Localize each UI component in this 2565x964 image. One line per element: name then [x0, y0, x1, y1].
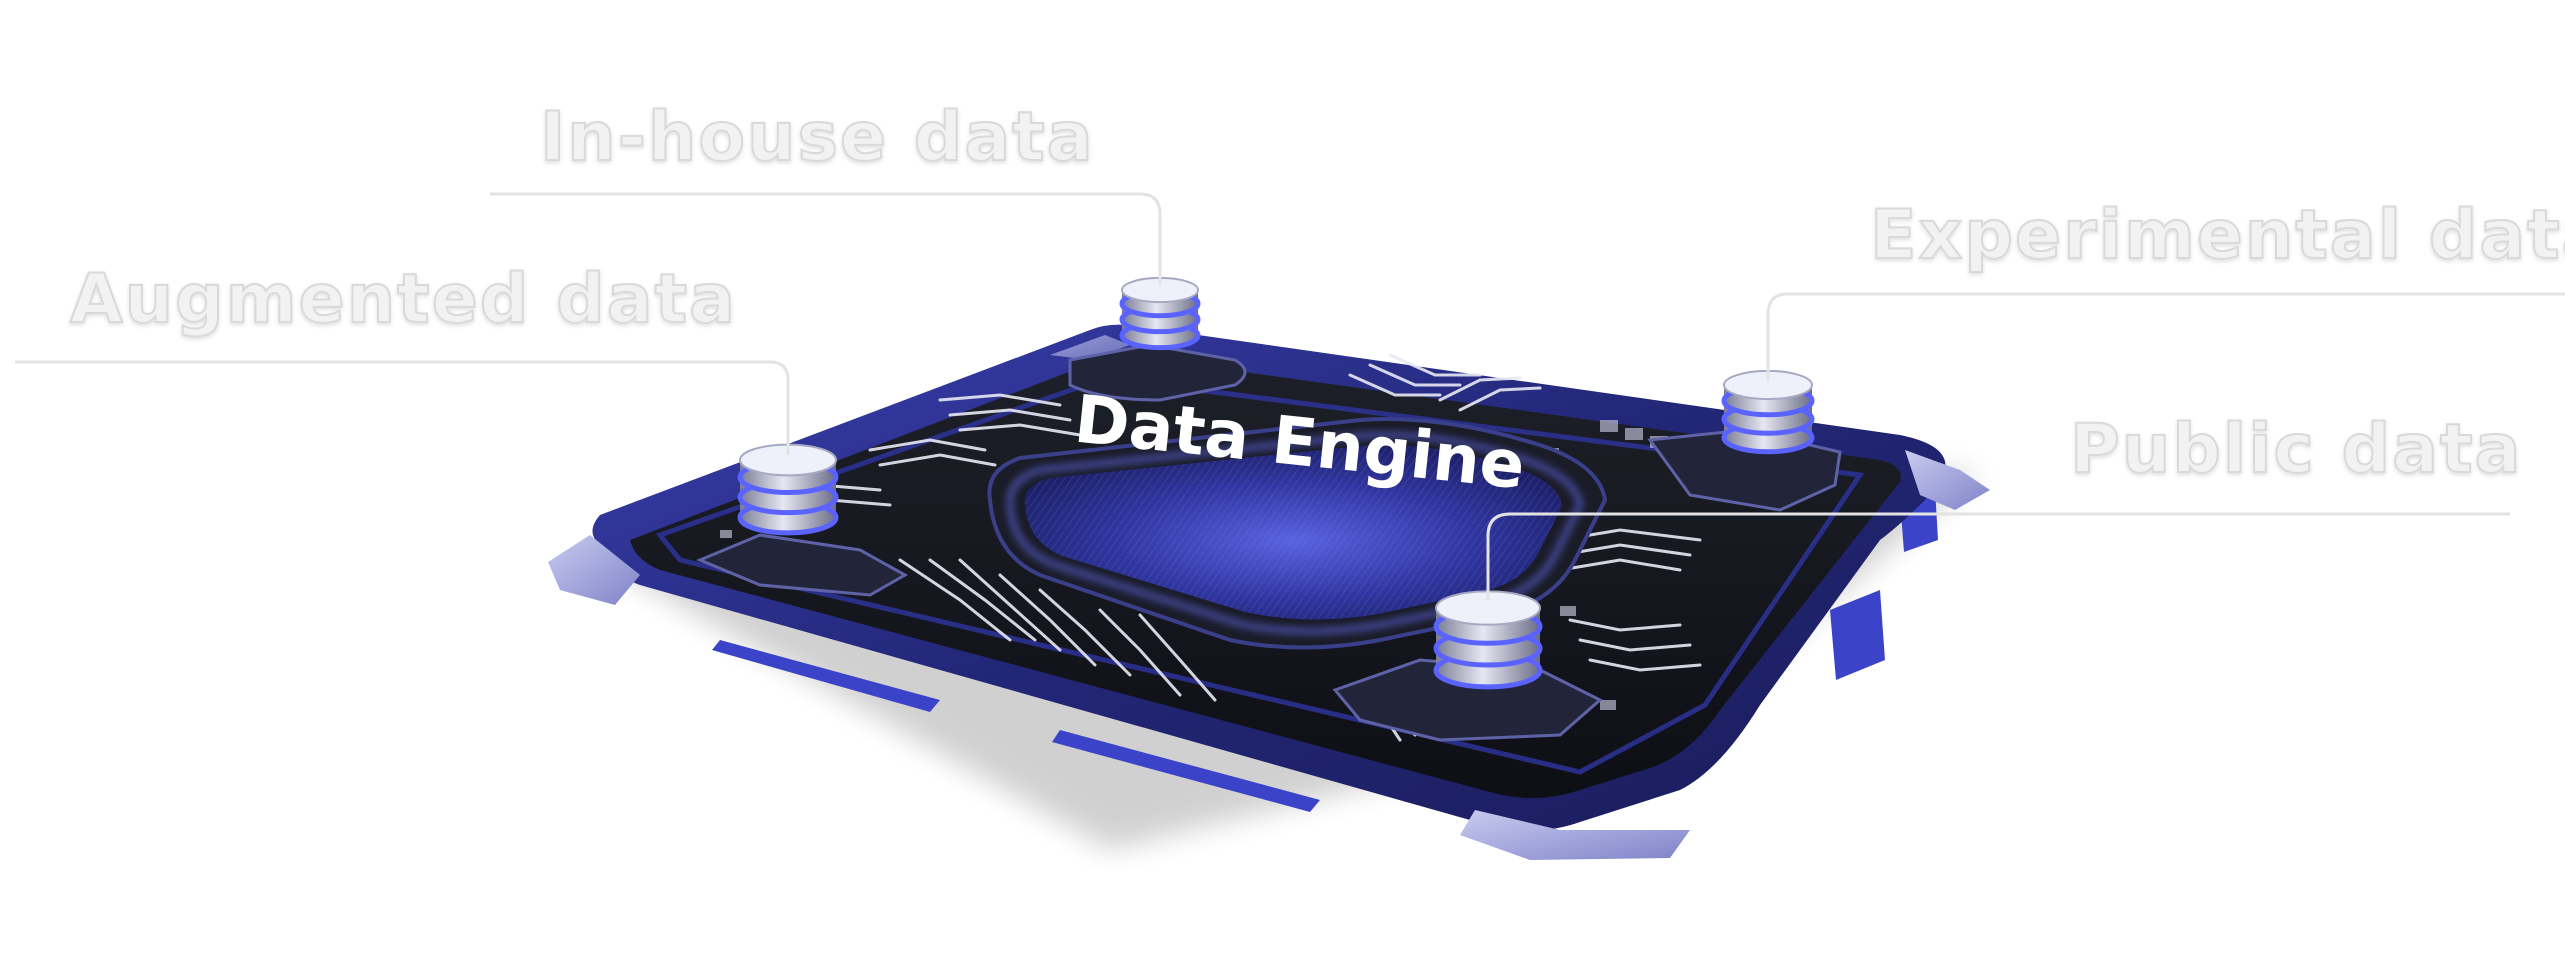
callout-public-label: Public data: [2070, 410, 2522, 489]
callout-in-house-label: In-house data: [540, 98, 1095, 177]
callout-augmented-label: Augmented data: [70, 260, 737, 339]
callout-labels: In-house data Augmented data Experimenta…: [69, 97, 2565, 490]
callout-experimental-label: Experimental data: [1870, 196, 2565, 275]
database-experimental-icon: [1721, 369, 1815, 455]
board-corners: [548, 335, 1990, 860]
database-augmented-icon: [737, 443, 839, 536]
database-public-icon: [1433, 590, 1543, 690]
database-in-house-icon: [1119, 276, 1201, 351]
circuit-board: [592, 324, 1946, 831]
leader-lines: [15, 192, 2565, 600]
